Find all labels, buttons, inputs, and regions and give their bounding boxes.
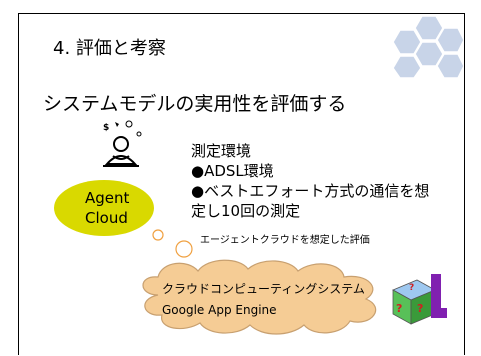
environment-bullet-besteffort-cont: 定し10回の測定 [191, 202, 301, 220]
svg-text:?: ? [417, 302, 423, 315]
slide-heading: 4. 評価と考察 [53, 38, 166, 59]
agent-cloud-shape [54, 180, 154, 236]
google-cloud-label-line1: クラウドコンピューティングシステム [162, 282, 365, 296]
environment-bullet-besteffort: ●ベストエフォート方式の通信を想 [191, 182, 430, 200]
environment-title: 測定環境 [191, 142, 252, 160]
google-cloud-shape [142, 259, 377, 335]
svg-text:?: ? [409, 283, 414, 293]
svg-text:?: ? [396, 302, 402, 315]
agent-cloud-label-line1: Agent [85, 189, 130, 207]
hexagon-pattern-icon [392, 15, 464, 78]
agent-cloud-label-line2: Cloud [85, 209, 128, 227]
slide-frame [18, 13, 465, 355]
svg-text:$: $ [103, 123, 109, 133]
puzzle-cube-icon: ? ? ? [392, 274, 447, 325]
thought-bubble-dots [152, 229, 193, 258]
environment-bullet-adsl: ●ADSL環境 [191, 162, 274, 180]
slide-subtitle: システムモデルの実用性を評価する [43, 93, 347, 115]
google-cloud-label-line2: Google App Engine [162, 303, 277, 317]
thought-caption: エージェントクラウドを想定した評価 [200, 235, 370, 246]
thinking-person-icon: $ [103, 120, 142, 167]
